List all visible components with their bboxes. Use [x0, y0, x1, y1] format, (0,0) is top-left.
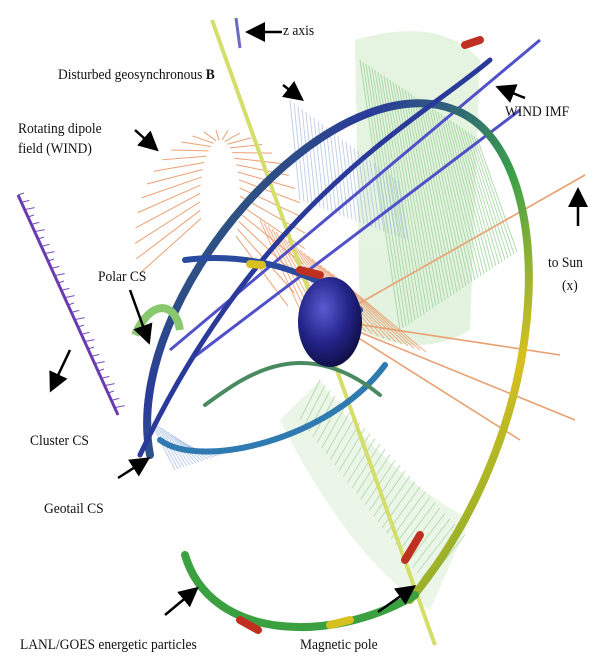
- field-line: [222, 130, 228, 140]
- field-line: [216, 130, 219, 140]
- earth-sphere: [298, 277, 362, 367]
- label-z-axis: z axis: [283, 22, 314, 40]
- label-to-sun-line1: to Sun: [548, 254, 583, 272]
- label-wind-imf: WIND IMF: [505, 103, 569, 121]
- field-line: [81, 332, 89, 334]
- field-line: [171, 150, 208, 151]
- label-disturbed-geo-b: B: [206, 67, 215, 83]
- field-line: [147, 169, 203, 184]
- z-axis-line: [236, 18, 240, 48]
- field-line: [91, 354, 99, 356]
- label-geotail-cs: Geotail CS: [44, 500, 104, 518]
- field-line: [35, 230, 45, 232]
- field-line: [136, 210, 200, 259]
- field-line: [55, 274, 65, 276]
- label-disturbed-geo-text: Disturbed geosynchronous: [58, 67, 202, 83]
- field-line: [225, 133, 240, 142]
- field-line: [101, 376, 109, 378]
- field-line: [111, 398, 119, 400]
- field-line: [234, 158, 281, 163]
- field-line: [61, 288, 69, 290]
- field-line: [45, 252, 55, 254]
- label-disturbed-geosynchronous: Disturbed geosynchronous B: [58, 66, 215, 84]
- field-line: [95, 362, 105, 364]
- field-line: [139, 219, 201, 274]
- field-line: [227, 138, 251, 144]
- label-cluster-cs: Cluster CS: [30, 432, 89, 450]
- label-to-sun-line2: (x): [562, 277, 578, 295]
- field-line: [21, 200, 29, 202]
- cluster-cs-trace: [18, 193, 125, 415]
- field-line: [181, 142, 211, 147]
- field-line: [115, 406, 125, 408]
- field-line: [138, 185, 201, 213]
- field-line: [105, 384, 115, 386]
- label-rotating-dipole-line2: field (WIND): [18, 140, 92, 158]
- field-line: [141, 177, 201, 198]
- field-line: [85, 340, 95, 342]
- label-polar-cs: Polar CS: [98, 268, 146, 286]
- field-line: [31, 222, 39, 224]
- field-line: [41, 244, 49, 246]
- label-rotating-dipole-line1: Rotating dipole: [18, 120, 102, 138]
- field-line: [162, 156, 206, 160]
- field-line: [71, 310, 79, 312]
- field-line: [204, 132, 216, 141]
- field-line: [154, 162, 205, 171]
- field-line: [75, 318, 85, 320]
- field-line: [65, 296, 75, 298]
- field-line: [25, 208, 35, 210]
- field-line: [51, 266, 59, 268]
- label-lanl-goes: LANL/GOES energetic particles: [20, 636, 197, 654]
- label-magnetic-pole: Magnetic pole: [300, 636, 378, 654]
- field-line: [18, 193, 24, 195]
